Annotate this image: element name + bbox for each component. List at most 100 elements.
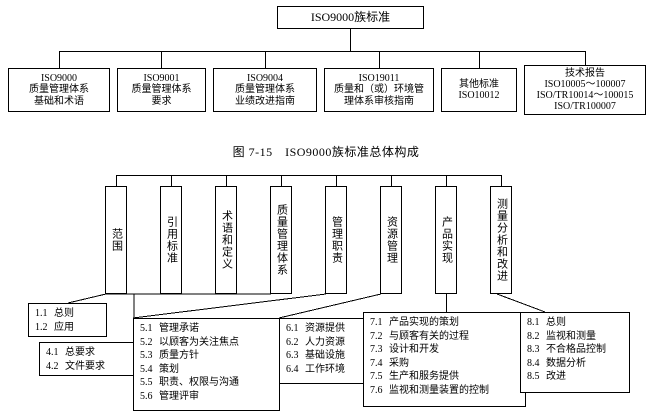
detail-number: 7.6 (370, 384, 383, 396)
detail-row: 5.3 质量方针 (140, 349, 274, 363)
detail-text: 设计和开发 (389, 344, 439, 355)
detail-text: 质量方针 (159, 350, 199, 361)
standard-line: 业绩改进指南 (235, 95, 295, 107)
detail-row: 5.4 策划 (140, 363, 274, 377)
detail-row: 7.5 生产和服务提供 (370, 370, 520, 384)
connector-management-path (132, 293, 327, 319)
connector-measurement-path (496, 293, 546, 313)
standard-line: ISO9000 (40, 73, 78, 85)
top-standard-box: ISO9000族标准 (277, 6, 424, 29)
standard-box-iso19011: ISO19011 质量和（或）环境管 理体系审核指南 (324, 68, 434, 112)
detail-text: 监视和测量装置的控制 (389, 384, 489, 396)
detail-row: 5.6 管理评审 (140, 390, 274, 404)
detail-number: 7.2 (370, 330, 383, 342)
detail-row: 6.3 基础设施 (286, 349, 368, 363)
detail-row: 8.4 数据分析 (527, 357, 624, 371)
detail-number: 5.3 (140, 350, 153, 361)
detail-row: 8.3 不合格品控制 (527, 343, 624, 357)
standard-line: 质量管理体系 (235, 84, 295, 96)
detail-row: 6.4 工作环境 (286, 363, 368, 377)
detail-row: 7.6 监视和测量装置的控制 (370, 384, 520, 398)
detail-text: 工作环境 (305, 363, 345, 375)
clause-box-management: 管理职责 (325, 186, 347, 294)
clause-box-scope: 范围 (105, 186, 127, 294)
top-standard-title: ISO9000族标准 (310, 9, 391, 24)
detail-number: 6.1 (286, 323, 299, 334)
detail-number: 5.5 (140, 377, 153, 388)
standard-line: ISO/TR10014～100015 (536, 90, 634, 101)
detail-text: 产品实现的策划 (389, 317, 459, 328)
detail-text: 以顾客为关注焦点 (159, 336, 239, 348)
detail-number: 5.2 (140, 336, 153, 348)
detail-number: 6.3 (286, 350, 299, 361)
clause-box-references: 引用标准 (160, 186, 182, 294)
connector-clause-0-detail (67, 293, 107, 304)
figure-caption: 图 7-15 ISO9000族标准总体构成 (232, 145, 420, 159)
detail-text: 不合格品控制 (546, 344, 606, 355)
detail-text: 文件要求 (65, 360, 105, 372)
clause-box-terms: 术语和定义 (215, 186, 237, 294)
detail-number: 5.1 (140, 323, 153, 334)
detail-text: 改进 (546, 371, 566, 382)
detail-text: 管理承诺 (159, 323, 199, 334)
detail-number: 4.2 (46, 360, 59, 372)
detail-row: 5.1 管理承诺 (140, 322, 274, 336)
standard-line: ISO10012 (458, 90, 500, 101)
detail-row: 5.2 以顾客为关注焦点 (140, 336, 274, 350)
detail-text: 与顾客有关的过程 (389, 330, 469, 342)
detail-row: 7.1 产品实现的策划 (370, 316, 520, 330)
detail-text: 管理评审 (159, 390, 199, 402)
detail-text: 资源提供 (305, 323, 345, 334)
detail-text: 数据分析 (546, 357, 586, 369)
detail-text: 策划 (159, 363, 179, 375)
detail-number: 7.4 (370, 357, 383, 369)
detail-number: 1.1 (35, 308, 48, 319)
detail-number: 6.4 (286, 363, 299, 375)
standard-box-iso9000: ISO9000 质量管理体系 基础和术语 (8, 68, 110, 112)
detail-number: 8.3 (527, 344, 540, 355)
detail-number: 8.1 (527, 317, 540, 328)
standard-line: ISO9004 (246, 73, 284, 85)
standard-line: 质量管理体系 (131, 84, 192, 96)
detail-text: 总要求 (65, 347, 95, 358)
standard-line: 理体系审核指南 (344, 95, 414, 107)
standard-line: ISO10005～100007 (544, 78, 626, 90)
detail-text: 监视和测量 (546, 330, 596, 342)
standard-line: 质量和（或）环境管 (334, 84, 424, 96)
standard-line: ISO/TR100007 (554, 101, 616, 113)
clause-box-qms: 质量管理体系 (270, 186, 292, 294)
detail-number: 5.4 (140, 363, 153, 375)
standard-line: 技术报告 (565, 67, 605, 79)
standard-box-other: 其他标准 ISO10012 (441, 68, 517, 112)
detail-number: 7.5 (370, 371, 383, 382)
standard-line: ISO19011 (358, 73, 400, 85)
detail-row: 4.2 文件要求 (46, 360, 128, 374)
detail-row: 7.2 与顾客有关的过程 (370, 330, 520, 344)
detail-number: 5.6 (140, 390, 153, 402)
detail-number: 8.4 (527, 357, 540, 369)
detail-text: 生产和服务提供 (389, 371, 459, 382)
clause-box-measurement: 测量分析和改进 (490, 186, 512, 294)
standard-line: 要求 (151, 95, 172, 107)
detail-text: 基础设施 (305, 350, 345, 361)
clause-box-resources: 资源管理 (380, 186, 402, 294)
standard-box-tech-report: 技术报告 ISO10005～100007 ISO/TR10014～100015 … (524, 65, 646, 115)
detail-number: 7.1 (370, 317, 383, 328)
detail-text: 采购 (389, 357, 409, 369)
detail-text: 应用 (54, 321, 74, 333)
detail-row: 7.4 采购 (370, 357, 520, 371)
